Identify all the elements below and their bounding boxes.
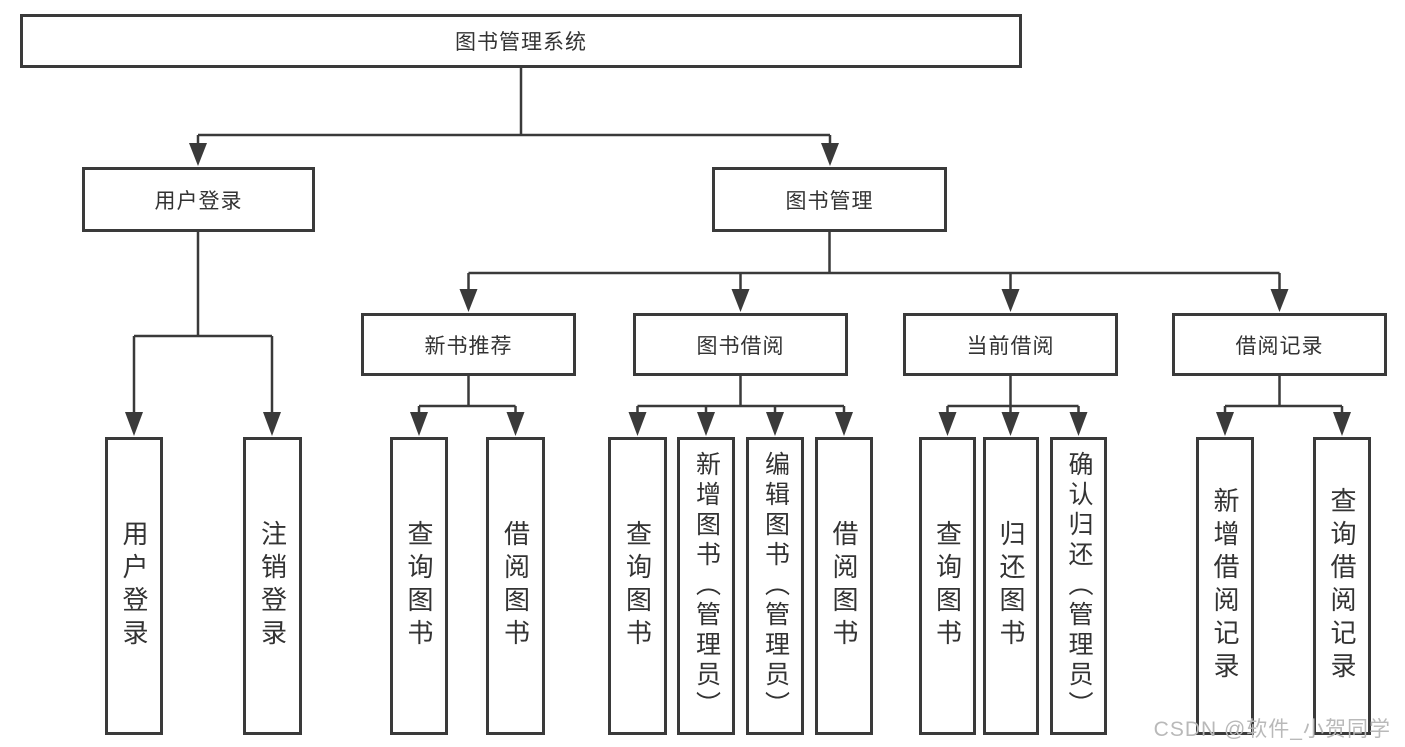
node-user-login: 用户登录 xyxy=(82,167,315,232)
node-book-management: 图书管理 xyxy=(712,167,947,232)
leaf-edit-book-admin: 编辑图书（管理员） xyxy=(746,437,804,735)
leaf-query-books-recommend: 查询图书 xyxy=(390,437,448,735)
leaf-borrow-books-recommend: 借阅图书 xyxy=(486,437,545,735)
node-new-book-recommend: 新书推荐 xyxy=(361,313,576,376)
leaf-user-login: 用户登录 xyxy=(105,437,163,735)
node-root: 图书管理系统 xyxy=(20,14,1022,68)
leaf-query-books-borrow: 查询图书 xyxy=(608,437,667,735)
node-current-borrow: 当前借阅 xyxy=(903,313,1118,376)
leaf-query-books-current: 查询图书 xyxy=(919,437,976,735)
leaf-query-borrow-record: 查询借阅记录 xyxy=(1313,437,1371,735)
leaf-return-books: 归还图书 xyxy=(983,437,1039,735)
node-borrow-records: 借阅记录 xyxy=(1172,313,1387,376)
leaf-confirm-return-admin: 确认归还（管理员） xyxy=(1050,437,1107,735)
leaf-logout: 注销登录 xyxy=(243,437,302,735)
csdn-watermark: CSDN @软件_小贺同学 xyxy=(1153,718,1391,741)
leaf-add-book-admin: 新增图书（管理员） xyxy=(677,437,735,735)
leaf-borrow-books: 借阅图书 xyxy=(815,437,873,735)
leaf-add-borrow-record: 新增借阅记录 xyxy=(1196,437,1254,735)
node-book-borrow: 图书借阅 xyxy=(633,313,848,376)
